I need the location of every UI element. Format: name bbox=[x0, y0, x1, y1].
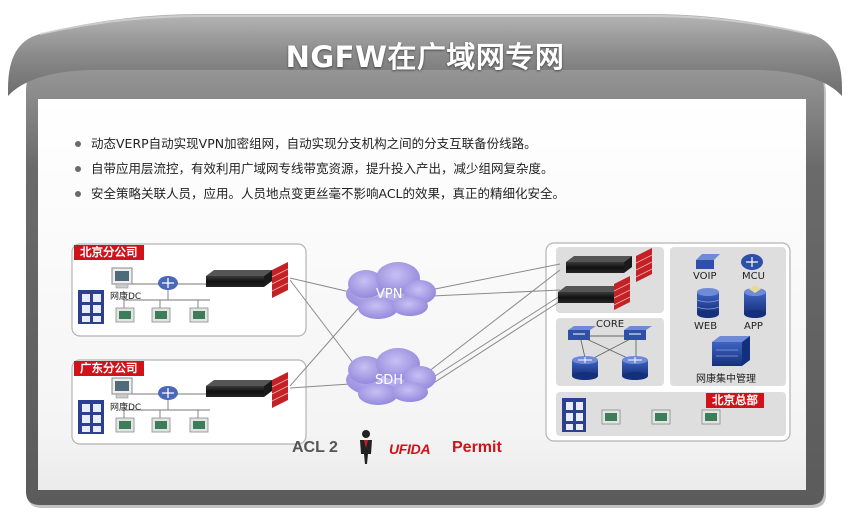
firewall-icon bbox=[613, 276, 631, 310]
voip-label: VOIP bbox=[693, 271, 717, 282]
firewall-icon bbox=[271, 372, 289, 408]
core-switch-icon bbox=[624, 326, 652, 340]
dc-computer-icon bbox=[111, 267, 133, 289]
voip-server-icon bbox=[696, 254, 720, 269]
web-server-icon bbox=[696, 288, 720, 318]
ngfw-device-icon bbox=[566, 256, 632, 273]
firewall-icon bbox=[635, 248, 653, 282]
building-icon bbox=[78, 290, 104, 324]
bullet-list: 动态VERP自动实现VPN加密组网，自动实现分支机构之间的分支互联备份线路。 自… bbox=[74, 136, 565, 211]
ngfw-device-icon bbox=[206, 270, 272, 287]
sdh-cloud-icon bbox=[346, 348, 436, 405]
beijing-branch-label: 北京分公司 bbox=[74, 245, 144, 260]
management-label: 网康集中管理 bbox=[696, 374, 756, 385]
app-server-icon bbox=[744, 285, 766, 318]
hq-label: 北京总部 bbox=[706, 393, 764, 408]
workstation-screen bbox=[605, 413, 717, 421]
bullet-item: 自带应用层流控，有效利用广域网专线带宽资源，提升投入产出，减少组网复杂度。 bbox=[74, 161, 565, 176]
permit-label: Permit bbox=[452, 439, 502, 456]
core-switch-icon bbox=[568, 326, 596, 340]
switch-icon bbox=[158, 386, 178, 400]
bullet-item: 安全策略关联人员，应用。人员地点变更丝毫不影响ACL的效果，真正的精细化安全。 bbox=[74, 186, 565, 201]
vpn-cloud-label: VPN bbox=[376, 287, 403, 302]
ufida-brand: UFIDA bbox=[389, 441, 431, 457]
wan-links bbox=[289, 263, 563, 389]
guangdong-branch-label: 广东分公司 bbox=[74, 361, 144, 376]
firewall-icon bbox=[271, 262, 289, 298]
hq-server-zone bbox=[670, 247, 786, 386]
mcu-label: MCU bbox=[742, 271, 765, 282]
router-icon bbox=[572, 356, 598, 380]
switch-icon bbox=[158, 276, 178, 290]
vpn-cloud-icon bbox=[346, 262, 436, 319]
ngfw-device-icon bbox=[206, 380, 272, 397]
page-title: NGFW在广域网专网 bbox=[285, 40, 565, 74]
guangdong-lan bbox=[123, 393, 212, 418]
app-label: APP bbox=[744, 321, 763, 332]
building-icon bbox=[78, 400, 104, 434]
mcu-server-icon bbox=[741, 254, 763, 270]
beijing-dc-label: 网康DC bbox=[110, 292, 142, 302]
dc-computer-icon bbox=[111, 377, 133, 399]
management-server-icon bbox=[712, 336, 750, 366]
core-label: CORE bbox=[596, 319, 625, 330]
person-icon bbox=[360, 430, 372, 464]
bullet-item: 动态VERP自动实现VPN加密组网，自动实现分支机构之间的分支互联备份线路。 bbox=[74, 136, 565, 151]
workstation-screen bbox=[119, 311, 205, 429]
acl-label: ACL 2 bbox=[292, 439, 338, 456]
sdh-cloud-label: SDH bbox=[375, 373, 404, 388]
guangdong-dc-label: 网康DC bbox=[110, 403, 142, 413]
web-label: WEB bbox=[694, 321, 718, 332]
building-icon bbox=[562, 398, 586, 432]
router-icon bbox=[622, 356, 648, 380]
